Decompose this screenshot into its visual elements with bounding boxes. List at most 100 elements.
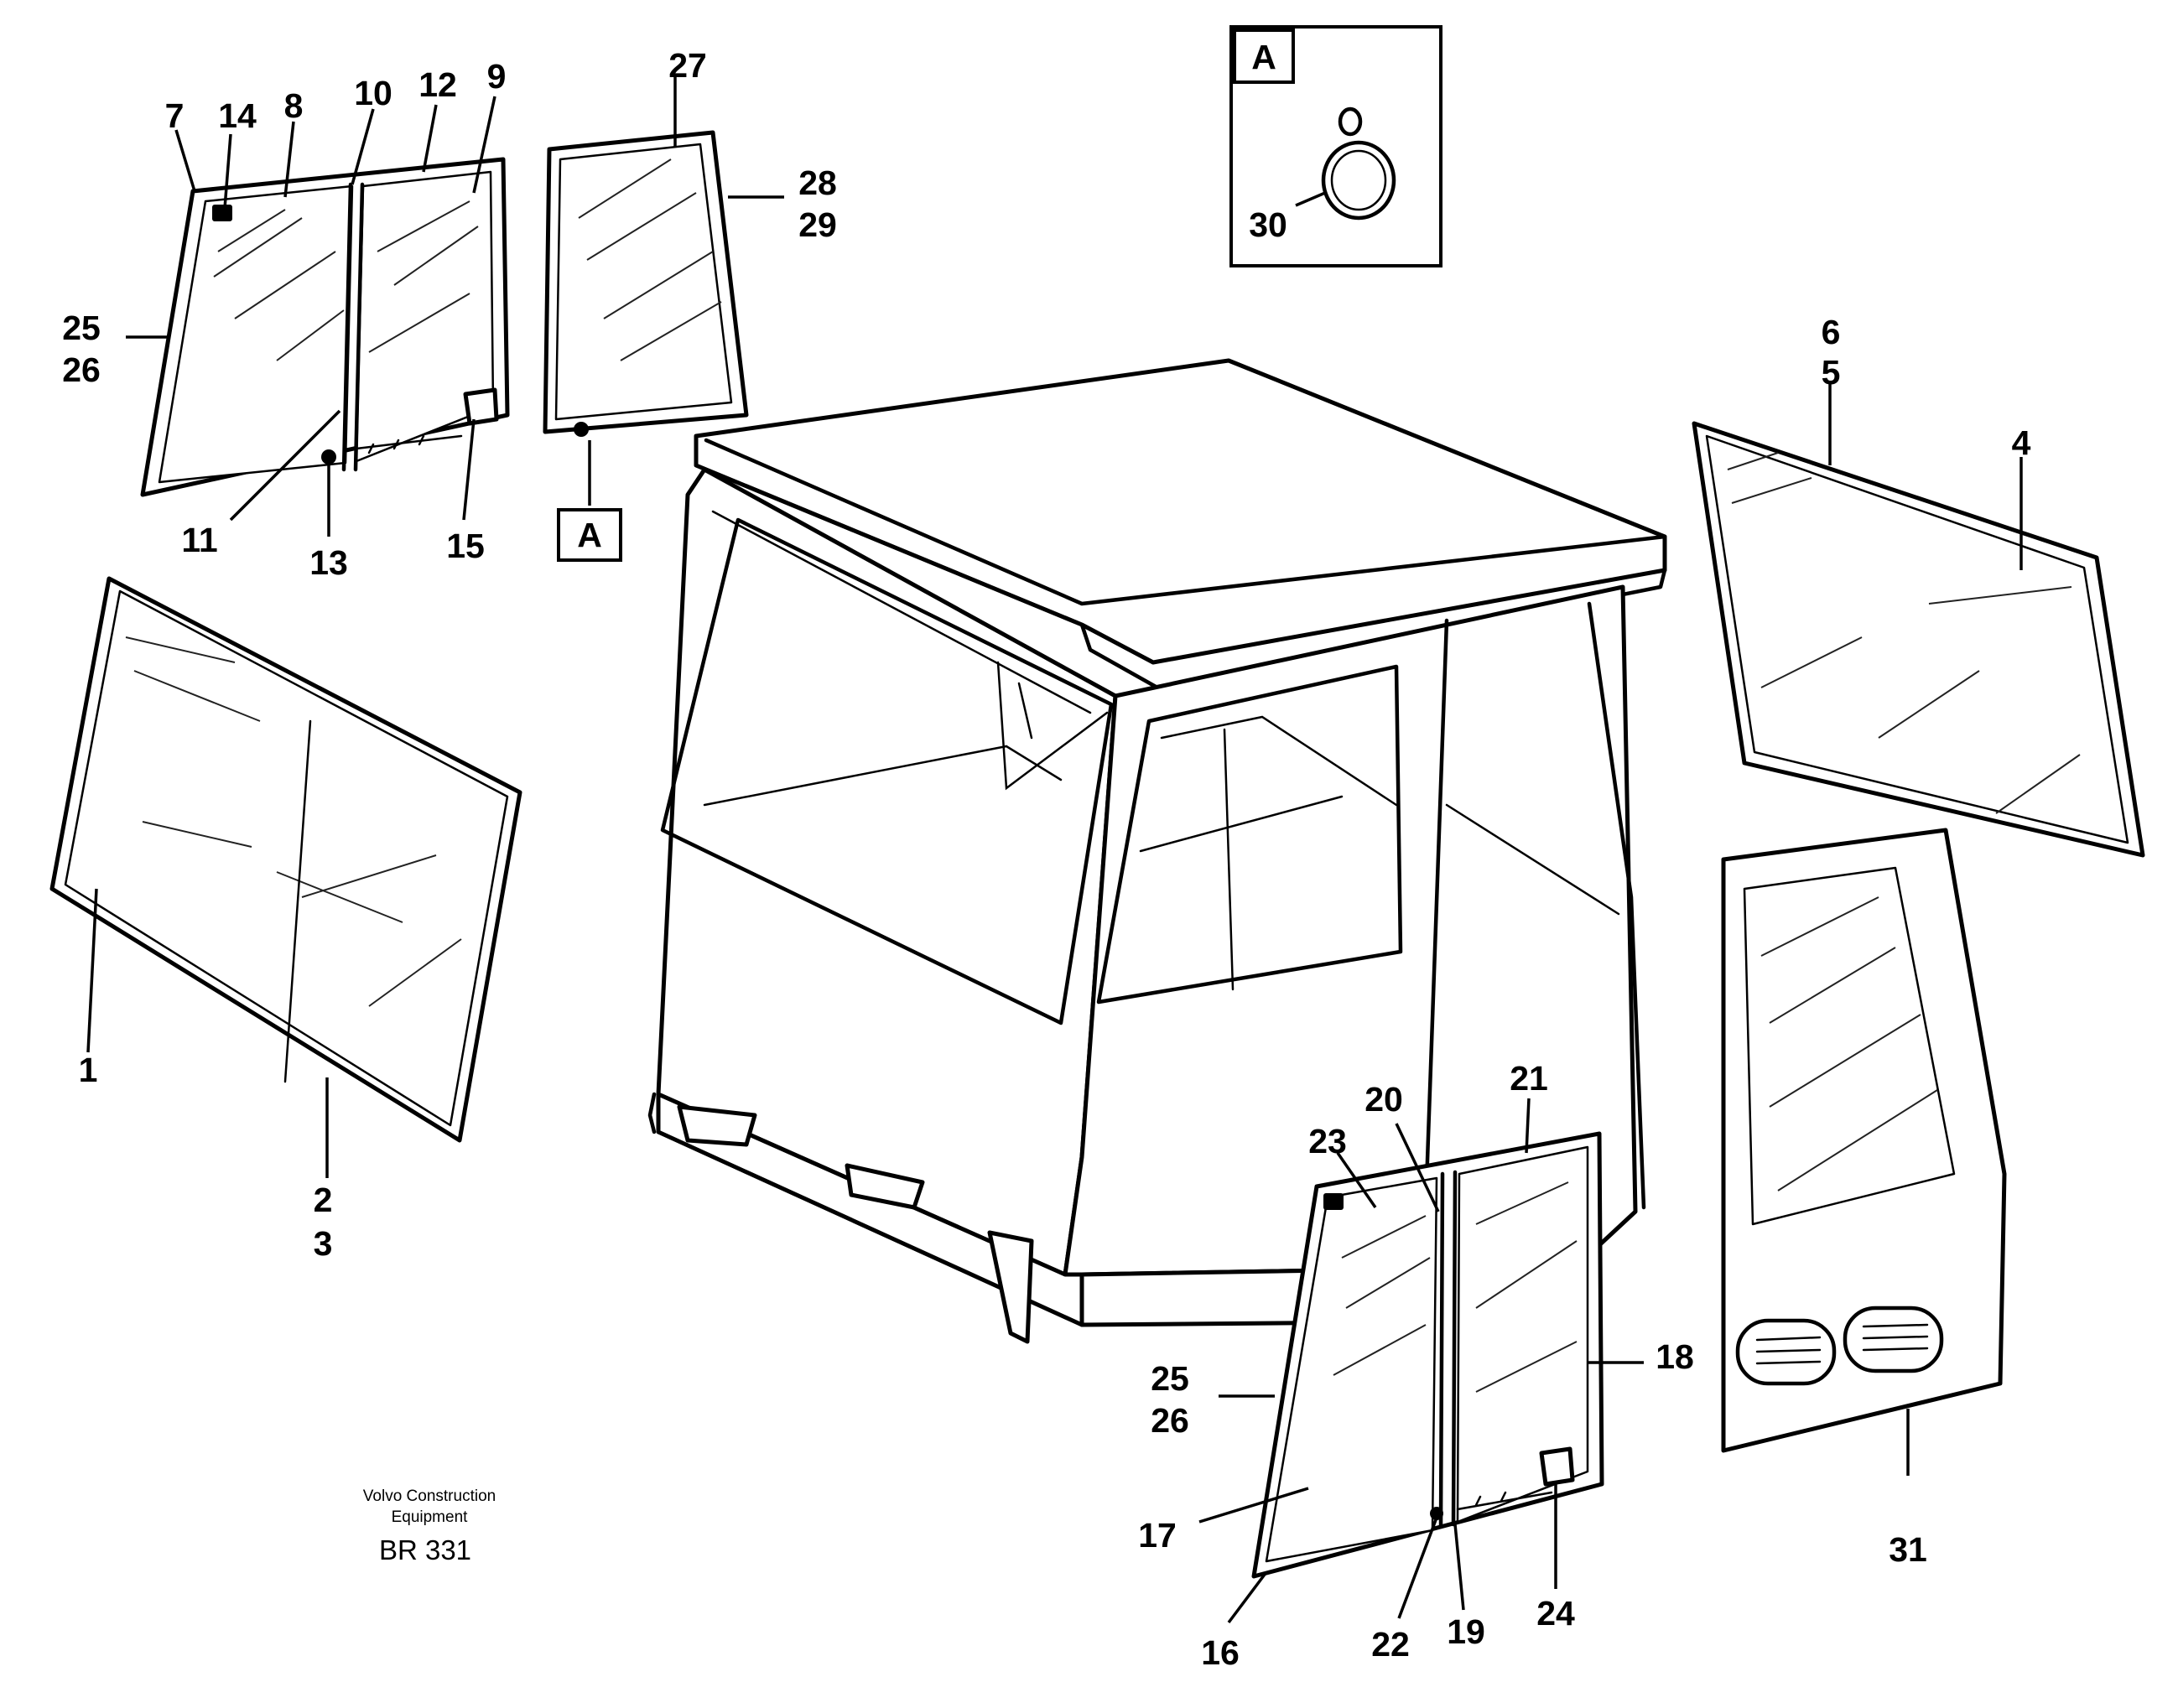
callout-24: 24 <box>1536 1594 1575 1633</box>
detail-a-ref: A <box>557 508 622 562</box>
latch-14-icon <box>212 205 232 221</box>
callout-12: 12 <box>418 65 457 104</box>
cab-foot-2 <box>987 1230 1034 1344</box>
window-10-divider-b <box>353 182 365 472</box>
leader-7 <box>174 129 196 192</box>
glass-reflection-line <box>283 719 312 1083</box>
leader-11 <box>229 409 341 522</box>
callout-21: 21 <box>1510 1059 1548 1098</box>
window-27 <box>543 130 749 437</box>
interior-beam-1 <box>996 661 1109 791</box>
left-window-opening <box>660 517 1114 1025</box>
roof-ridge <box>704 438 1667 606</box>
handle-15-icon <box>463 387 499 426</box>
callouts: 7 14 8 10 12 9 25 26 11 13 15 27 28 29 3… <box>62 46 2030 1672</box>
hinge-strip <box>355 434 463 454</box>
knob-13-icon <box>321 449 336 465</box>
interior-beam-4 <box>1160 715 1398 807</box>
callout-13: 13 <box>309 543 348 582</box>
leader-1 <box>86 888 98 1053</box>
drawing-code: BR 331 <box>379 1534 471 1565</box>
window-1-glass <box>64 589 509 1127</box>
glass-reflection <box>1727 452 2081 814</box>
callout-22: 22 <box>1371 1625 1410 1664</box>
glass-reflection <box>1333 1181 1578 1393</box>
callout-26b: 26 <box>1151 1401 1189 1440</box>
callout-18: 18 <box>1656 1337 1694 1376</box>
callout-31: 31 <box>1889 1530 1927 1569</box>
leader-23 <box>1336 1152 1377 1208</box>
callout-3: 3 <box>314 1224 333 1263</box>
leader-9 <box>472 96 496 194</box>
credit-block: Volvo Construction Equipment BR 331 <box>363 1487 496 1565</box>
window-19-divider <box>1438 1171 1445 1529</box>
callout-25a: 25 <box>62 309 101 347</box>
detail-a-label-box <box>1233 29 1295 84</box>
vent-slats <box>1755 1323 1929 1365</box>
credit-line-1: Volvo Construction <box>363 1487 496 1505</box>
right-pillar <box>1587 601 1646 1210</box>
detail-a-label: A <box>1251 38 1276 76</box>
callout-26a: 26 <box>62 350 101 389</box>
callout-8: 8 <box>284 86 304 125</box>
leader-21 <box>1525 1098 1531 1154</box>
leader-20 <box>1395 1123 1440 1212</box>
callout-9: 9 <box>487 57 507 96</box>
callout-23: 23 <box>1308 1122 1347 1160</box>
callout-28: 28 <box>798 164 837 202</box>
door-line <box>1423 618 1449 1210</box>
credit-line-2: Equipment <box>392 1508 469 1526</box>
window-split-left-top <box>140 157 510 497</box>
window-4-glass <box>1705 434 2129 844</box>
glass-reflection <box>1760 896 1938 1191</box>
callout-5: 5 <box>1822 353 1841 392</box>
base-edge <box>647 1092 657 1134</box>
snap-ring-eye <box>1338 106 1363 137</box>
left-window-inner-top <box>711 510 1092 714</box>
leader-lines <box>86 75 2023 1624</box>
detail-a-ref-box <box>557 508 622 562</box>
callout-27: 27 <box>668 46 707 85</box>
callout-16: 16 <box>1201 1633 1240 1672</box>
callout-4: 4 <box>2012 423 2031 462</box>
knob-22-icon <box>1430 1507 1443 1520</box>
callout-30: 30 <box>1249 205 1287 244</box>
leader-19 <box>1453 1524 1465 1611</box>
interior-beam-2 <box>703 745 1063 807</box>
leader-22 <box>1397 1517 1438 1619</box>
leader-14 <box>223 133 232 209</box>
snap-ring-30-inner <box>1330 149 1387 211</box>
window-18-glass <box>1456 1145 1589 1524</box>
window-4 <box>1692 421 2145 858</box>
glass-reflection <box>125 636 462 1007</box>
callout-1: 1 <box>79 1051 98 1089</box>
callout-6: 6 <box>1822 313 1841 351</box>
detail-a: A <box>1229 25 1442 267</box>
detail-a-ref-label: A <box>577 516 602 554</box>
detail-a-pin-icon <box>574 422 589 437</box>
leader-17 <box>1198 1487 1309 1524</box>
callout-20: 20 <box>1364 1080 1403 1119</box>
window-10-divider <box>341 182 353 472</box>
cab-foot-3 <box>845 1163 925 1210</box>
callout-29: 29 <box>798 205 837 244</box>
window-20-divider <box>1451 1170 1458 1527</box>
callout-14: 14 <box>218 96 257 135</box>
window-1 <box>49 576 522 1143</box>
vent-right-icon <box>1843 1306 1944 1373</box>
window-27-glass <box>554 143 733 421</box>
callout-17: 17 <box>1138 1516 1177 1555</box>
hinge-strip <box>1456 1491 1553 1511</box>
glass-reflection <box>213 200 479 361</box>
cab-body <box>647 358 1667 1344</box>
callout-11: 11 <box>181 521 217 559</box>
leader-16 <box>1227 1570 1268 1624</box>
interior-beam-3 <box>1017 682 1033 740</box>
door-31-window <box>1743 866 1956 1226</box>
leader-15 <box>462 418 476 521</box>
vent-left-icon <box>1735 1318 1837 1386</box>
callout-2: 2 <box>314 1181 333 1219</box>
callout-19: 19 <box>1447 1612 1485 1651</box>
